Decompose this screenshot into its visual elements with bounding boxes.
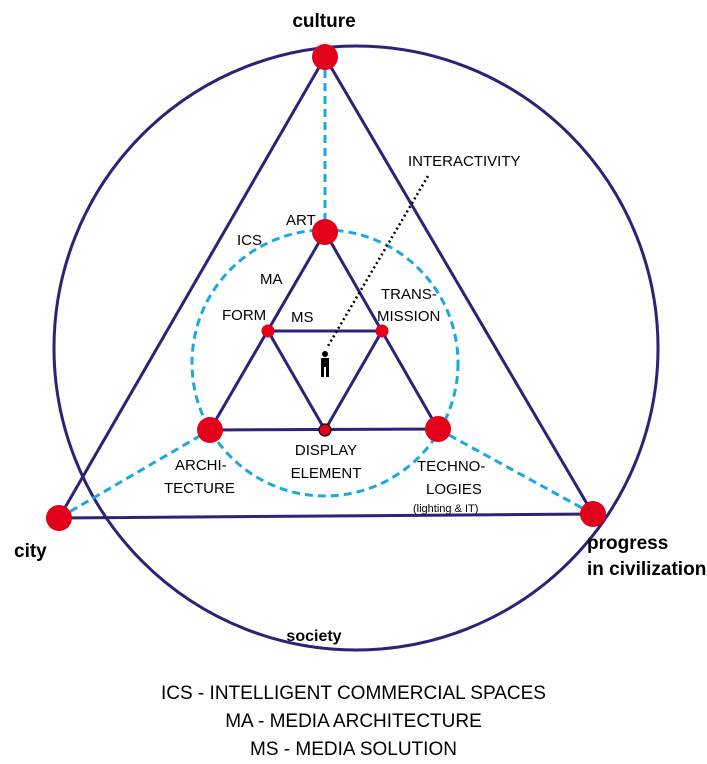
legend-ics: ICS - INTELLIGENT COMMERCIAL SPACES	[160, 683, 546, 704]
outer-circle	[52, 44, 660, 652]
outer-triangle	[56, 54, 596, 520]
label-technologies-1: TECHNO-	[417, 458, 485, 475]
legend-ma: MA - MEDIA ARCHITECTURE	[225, 711, 482, 732]
legend: ICS - INTELLIGENT COMMERCIAL SPACES MA -…	[0, 680, 707, 764]
connector-city-architecture	[58, 428, 211, 520]
label-transmission-1: TRANS-	[381, 286, 437, 303]
label-ms: MS	[291, 309, 314, 326]
label-ma: MA	[260, 271, 283, 288]
label-display-2: ELEMENT	[291, 465, 362, 482]
label-transmission-2: MISSION	[377, 308, 440, 325]
connector-progress-technologies	[437, 427, 594, 516]
node-architecture	[197, 417, 223, 443]
label-ics: ICS	[237, 232, 262, 249]
node-transmission	[375, 324, 389, 338]
node-city	[46, 505, 72, 531]
label-technologies-3: (lighting & IT)	[413, 503, 478, 515]
label-art: ART	[286, 212, 316, 229]
label-progress-2: in civilization	[587, 559, 706, 580]
legend-ms: MS - MEDIA SOLUTION	[250, 739, 457, 760]
person-icon	[321, 351, 329, 377]
node-form	[261, 324, 275, 338]
label-progress-1: progress	[587, 533, 668, 554]
label-architecture-1: ARCHI-	[175, 457, 227, 474]
label-society: society	[286, 628, 341, 645]
medial-triangle	[265, 329, 385, 434]
label-culture: culture	[292, 11, 355, 32]
node-technologies	[425, 416, 451, 442]
node-culture	[312, 44, 338, 70]
label-interactivity: INTERACTIVITY	[408, 153, 521, 170]
label-form: FORM	[222, 307, 266, 324]
label-architecture-2: TECTURE	[164, 480, 235, 497]
label-city: city	[14, 541, 47, 562]
label-display-1: DISPLAY	[295, 442, 357, 459]
node-art	[312, 219, 338, 245]
node-progress	[580, 501, 606, 527]
label-technologies-2: LOGIES	[426, 481, 482, 498]
node-display	[318, 423, 332, 437]
